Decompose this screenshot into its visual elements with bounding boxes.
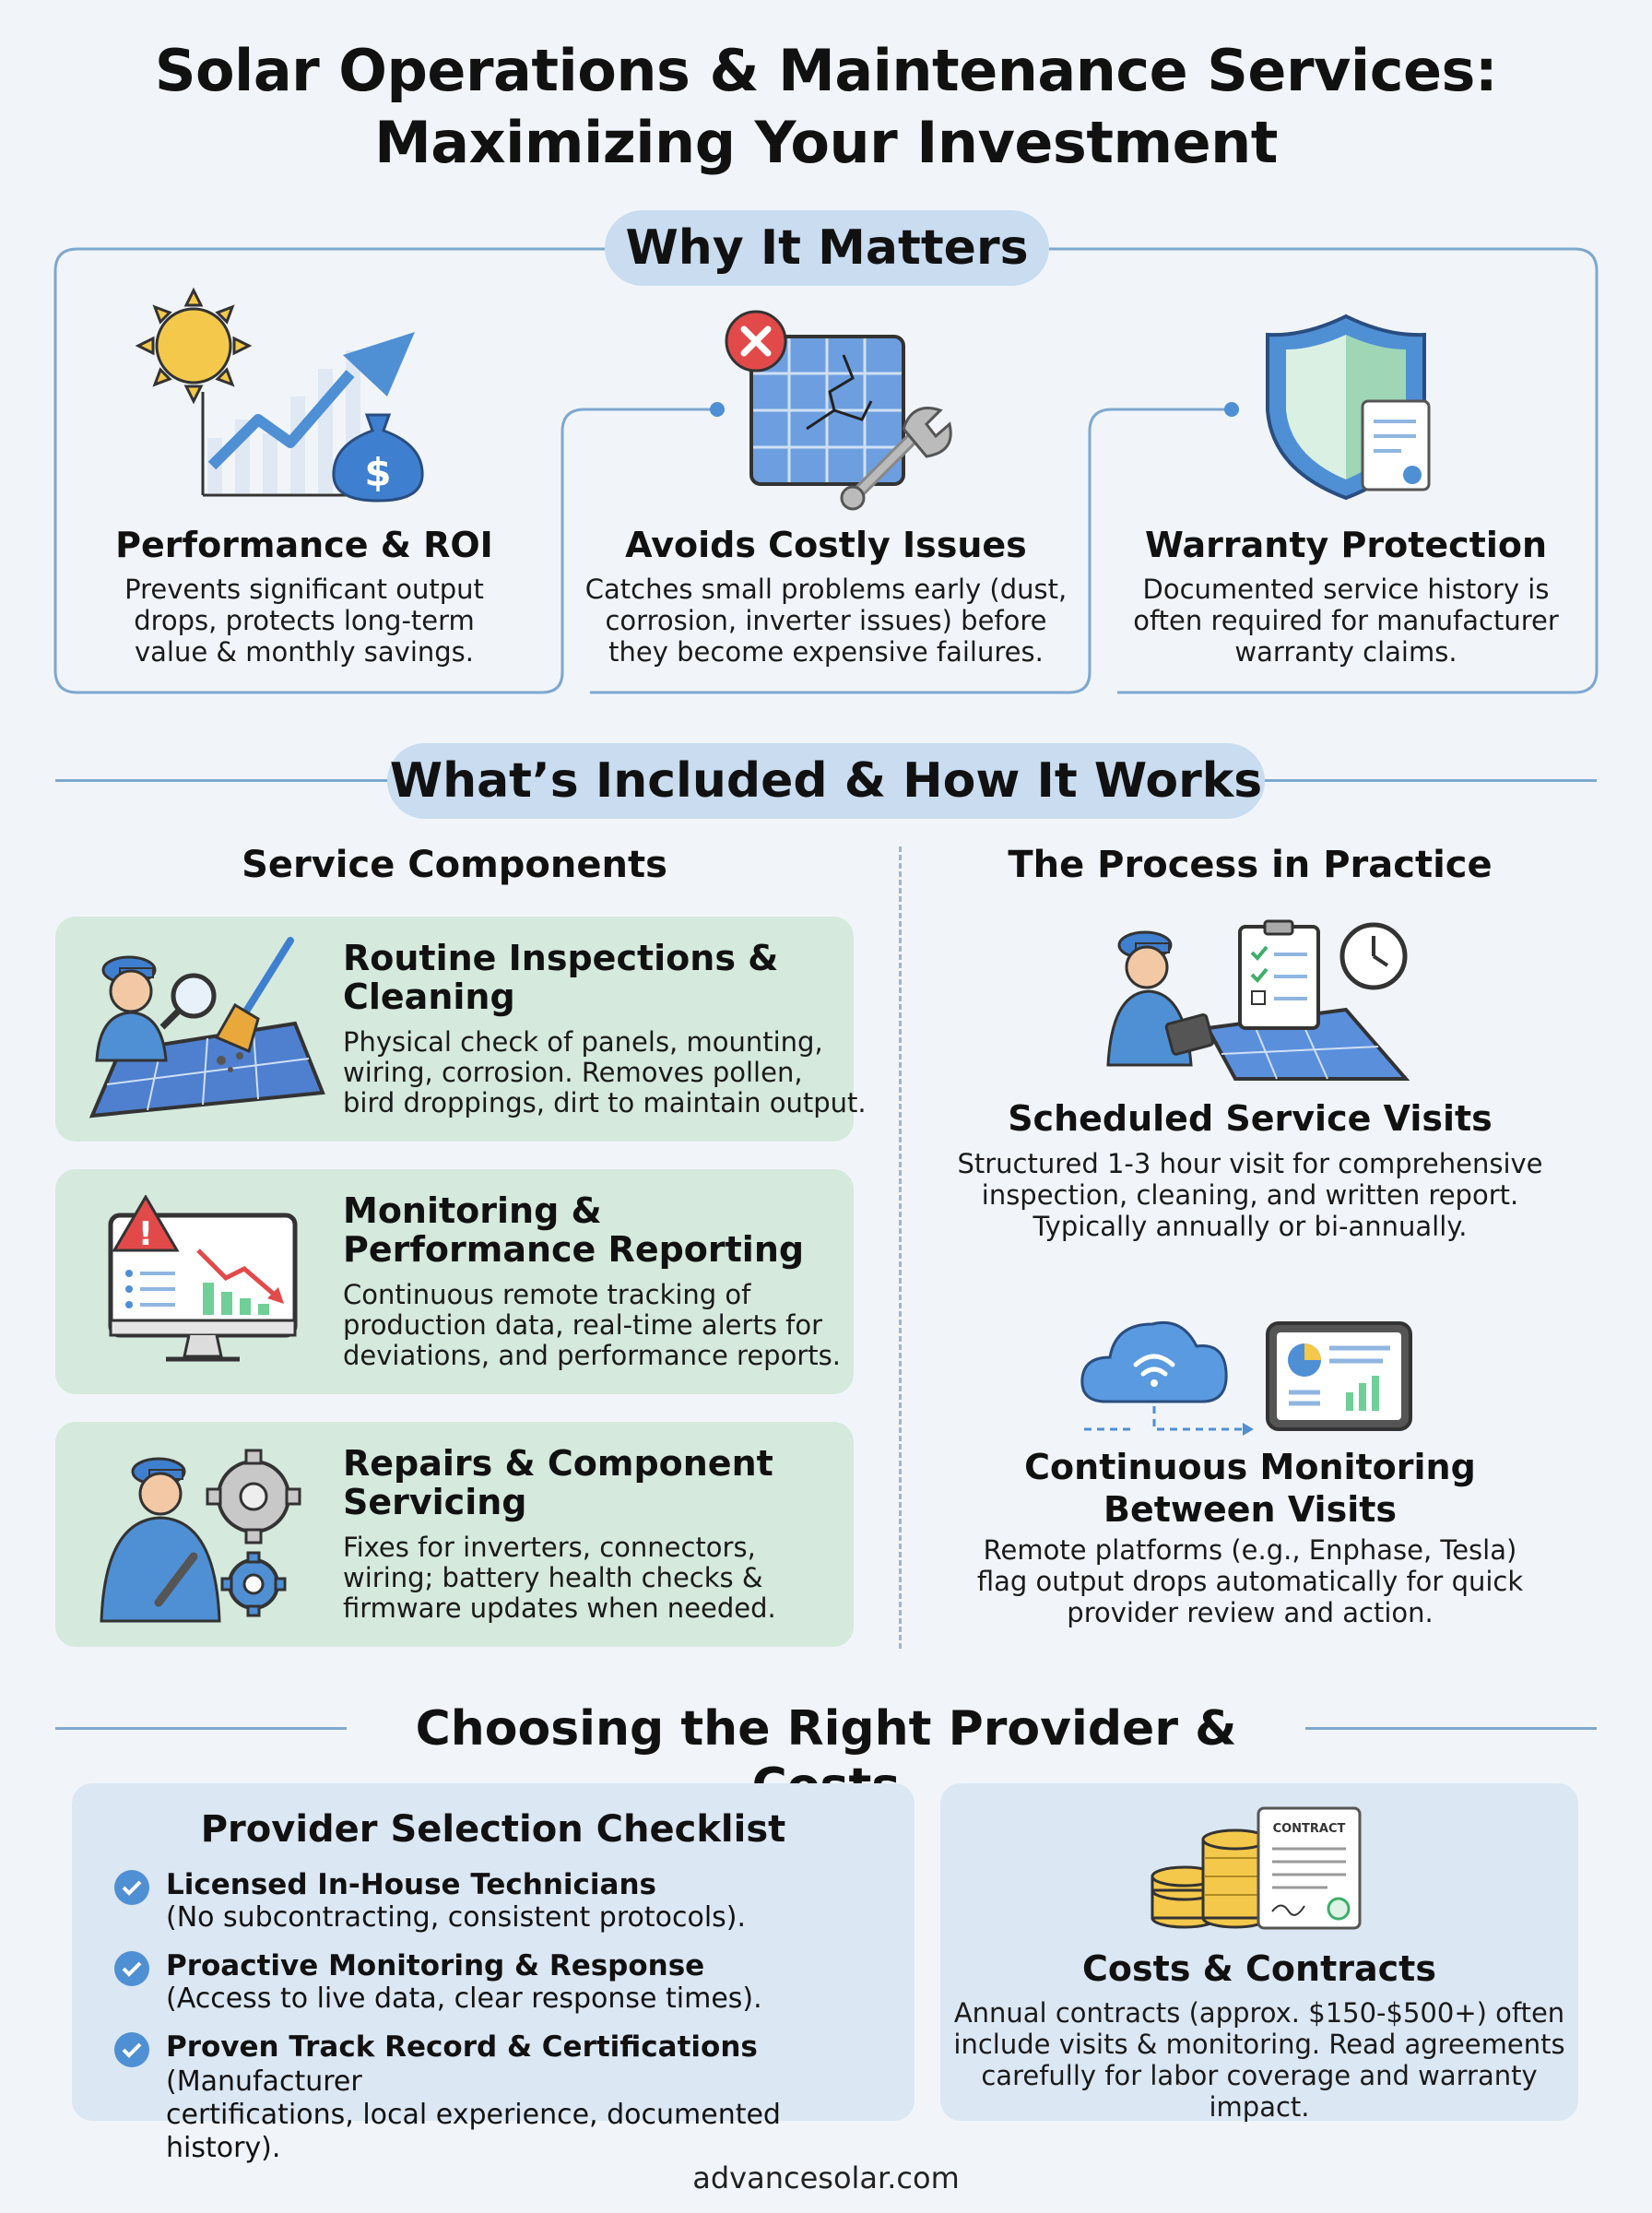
card-performance-text: Prevents significant output drops, prote… xyxy=(124,574,484,668)
card-warranty-title: Warranty Protection xyxy=(1144,525,1548,565)
column-divider xyxy=(899,846,902,1649)
component-repairs-title: Repairs & Component Servicing xyxy=(343,1443,773,1522)
why-frame-lines xyxy=(53,247,1599,694)
costs-text: Annual contracts (approx. $150-$500+) of… xyxy=(953,1997,1565,2123)
choosing-heading: Choosing the Right Provider & Costs xyxy=(415,1701,1237,1814)
process-visits-text: Structured 1-3 hour visit for comprehens… xyxy=(957,1148,1543,1242)
why-it-matters-heading: Why It Matters xyxy=(605,210,1049,286)
shield-document-icon xyxy=(1254,309,1438,507)
contract-label: CONTRACT xyxy=(1273,1822,1346,1836)
technician-cleaning-icon xyxy=(74,931,332,1130)
checklist-heading: Provider Selection Checklist xyxy=(200,1808,786,1851)
page-title: Solar Operations & Maintenance Services:… xyxy=(154,37,1498,176)
checklist-box xyxy=(72,1783,914,2121)
process-heading: The Process in Practice xyxy=(1008,844,1493,886)
process-monitoring-text: Remote platforms (e.g., Enphase, Tesla) … xyxy=(976,1534,1524,1628)
component-inspections-text: Physical check of panels, mounting, wiri… xyxy=(343,1026,867,1118)
card-costly-issues-text: Catches small problems early (dust, corr… xyxy=(584,574,1068,668)
technician-gears-icon xyxy=(92,1446,313,1630)
coins-contract-icon: CONTRACT xyxy=(1143,1803,1374,1932)
card-warranty-text: Documented service history is often requ… xyxy=(1133,574,1559,668)
process-monitoring-title: Continuous Monitoring Between Visits xyxy=(1024,1447,1476,1530)
footer-url: advancesolar.com xyxy=(692,2160,960,2195)
solar-growth-chart-icon: $ xyxy=(129,281,442,507)
service-components-heading: Service Components xyxy=(242,844,667,886)
cloud-tablet-icon xyxy=(1079,1300,1420,1438)
component-repairs-text: Fixes for inverters, connectors, wiring;… xyxy=(343,1532,776,1624)
card-costly-issues-title: Avoids Costly Issues xyxy=(625,525,1027,565)
process-visits-title: Scheduled Service Visits xyxy=(1008,1098,1493,1139)
costs-heading: Costs & Contracts xyxy=(1082,1948,1436,1989)
checklist-item-monitoring: Proactive Monitoring & Response (Access … xyxy=(166,1949,762,2015)
check-icon xyxy=(114,1951,149,1986)
technician-checklist-icon xyxy=(1106,917,1420,1083)
choosing-divider-left xyxy=(55,1727,347,1730)
broken-panel-wrench-icon xyxy=(714,300,954,512)
included-heading: What’s Included & How It Works xyxy=(387,743,1265,819)
monitor-alert-icon: ! xyxy=(101,1195,304,1370)
component-monitoring-text: Continuous remote tracking of production… xyxy=(343,1279,841,1371)
checklist-item-track-record: Proven Track Record & Certifications (Ma… xyxy=(166,2030,781,2164)
check-icon xyxy=(114,2032,149,2067)
component-monitoring-title: Monitoring & Performance Reporting xyxy=(343,1190,805,1270)
component-inspections-title: Routine Inspections & Cleaning xyxy=(343,938,779,1017)
choosing-divider-right xyxy=(1305,1727,1597,1730)
svg-text:$: $ xyxy=(364,450,391,495)
svg-text:!: ! xyxy=(138,1215,153,1253)
checklist-item-technicians: Licensed In-House Technicians (No subcon… xyxy=(166,1868,747,1934)
check-icon xyxy=(114,1870,149,1905)
card-performance-title: Performance & ROI xyxy=(115,525,493,565)
